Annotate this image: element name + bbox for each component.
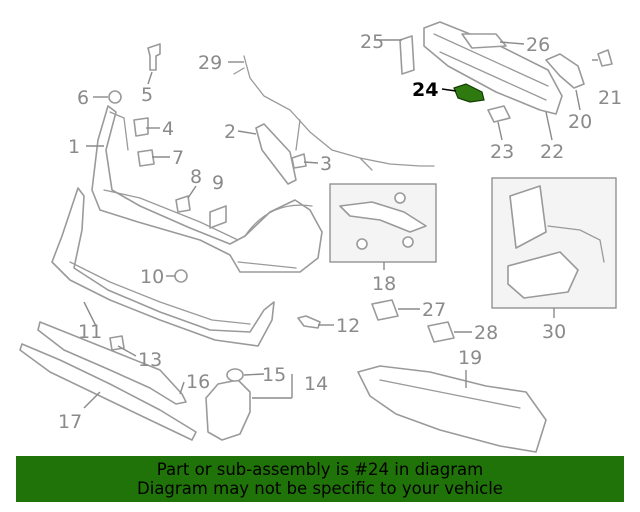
info-banner: Part or sub-assembly is #24 in diagram D… xyxy=(16,456,624,502)
callout-17: 17 xyxy=(58,411,82,433)
sensor-module-30-part xyxy=(509,185,547,249)
callout-14: 14 xyxy=(304,373,328,395)
callout-11: 11 xyxy=(78,321,102,343)
clip-6-part xyxy=(108,90,122,104)
reflector-18-part xyxy=(339,201,427,233)
callout-12: 12 xyxy=(336,315,360,337)
callout-24-highlighted: 24 xyxy=(412,79,438,101)
callout-20: 20 xyxy=(568,111,592,133)
banner-line-disclaimer: Diagram may not be specific to your vehi… xyxy=(137,479,503,498)
callout-16: 16 xyxy=(186,371,210,393)
callout-19: 19 xyxy=(458,347,482,369)
plug-10-part xyxy=(174,269,188,283)
callout-27: 27 xyxy=(422,299,446,321)
bracket-23-part xyxy=(487,105,511,123)
bolt-12-part xyxy=(297,315,321,329)
wiring-harness-part xyxy=(233,55,435,171)
bracket-20-part xyxy=(545,53,585,89)
lower-strip-part xyxy=(19,343,197,441)
leader-lines xyxy=(83,39,598,409)
nut-15-part xyxy=(226,368,244,382)
callout-8: 8 xyxy=(190,166,202,188)
clip-4-part xyxy=(133,117,149,137)
callout-9: 9 xyxy=(212,172,224,194)
sensor-28-part xyxy=(427,321,455,343)
callout-13: 13 xyxy=(138,349,162,371)
clip-3-part xyxy=(291,153,307,169)
callout-28: 28 xyxy=(474,322,498,344)
callout-labels: 1 2 3 4 5 6 7 8 9 10 11 12 13 14 15 16 1… xyxy=(58,31,622,433)
callout-5: 5 xyxy=(141,84,153,106)
clip-13-part xyxy=(109,335,125,351)
callout-2: 2 xyxy=(224,121,236,143)
callout-22: 22 xyxy=(540,141,564,163)
callout-25: 25 xyxy=(360,31,384,53)
bracket-25-part xyxy=(399,35,415,75)
callout-21: 21 xyxy=(598,87,622,109)
callout-26: 26 xyxy=(526,34,550,56)
callout-7: 7 xyxy=(172,147,184,169)
callout-29: 29 xyxy=(198,52,222,74)
side-bracket-part xyxy=(205,379,251,441)
bracket-26-part xyxy=(461,33,507,49)
callout-30: 30 xyxy=(542,321,566,343)
callout-23: 23 xyxy=(490,141,514,163)
bolt-21-part xyxy=(597,49,613,67)
sensor-27-part xyxy=(371,299,399,321)
callout-18: 18 xyxy=(372,273,396,295)
exploded-parts-diagram: 1 2 3 4 5 6 7 8 9 10 11 12 13 14 15 16 1… xyxy=(19,21,622,453)
bumper-cover-part xyxy=(91,105,323,273)
pushpin-5-part xyxy=(147,43,161,71)
label-9-part xyxy=(209,205,227,229)
banner-line-part-number: Part or sub-assembly is #24 in diagram xyxy=(156,460,484,479)
lamp-bezel-19-part xyxy=(357,365,547,453)
absorber-2-part xyxy=(255,123,297,185)
callout-6: 6 xyxy=(77,87,89,109)
callout-3: 3 xyxy=(320,153,332,175)
callout-10: 10 xyxy=(140,266,164,288)
callout-1: 1 xyxy=(68,136,80,158)
callout-4: 4 xyxy=(162,118,174,140)
bolt-8-part xyxy=(175,195,191,213)
lower-valance-part xyxy=(51,187,275,347)
clip-7-part xyxy=(137,149,155,167)
callout-15: 15 xyxy=(262,364,286,386)
highlighted-part-24 xyxy=(453,83,485,103)
